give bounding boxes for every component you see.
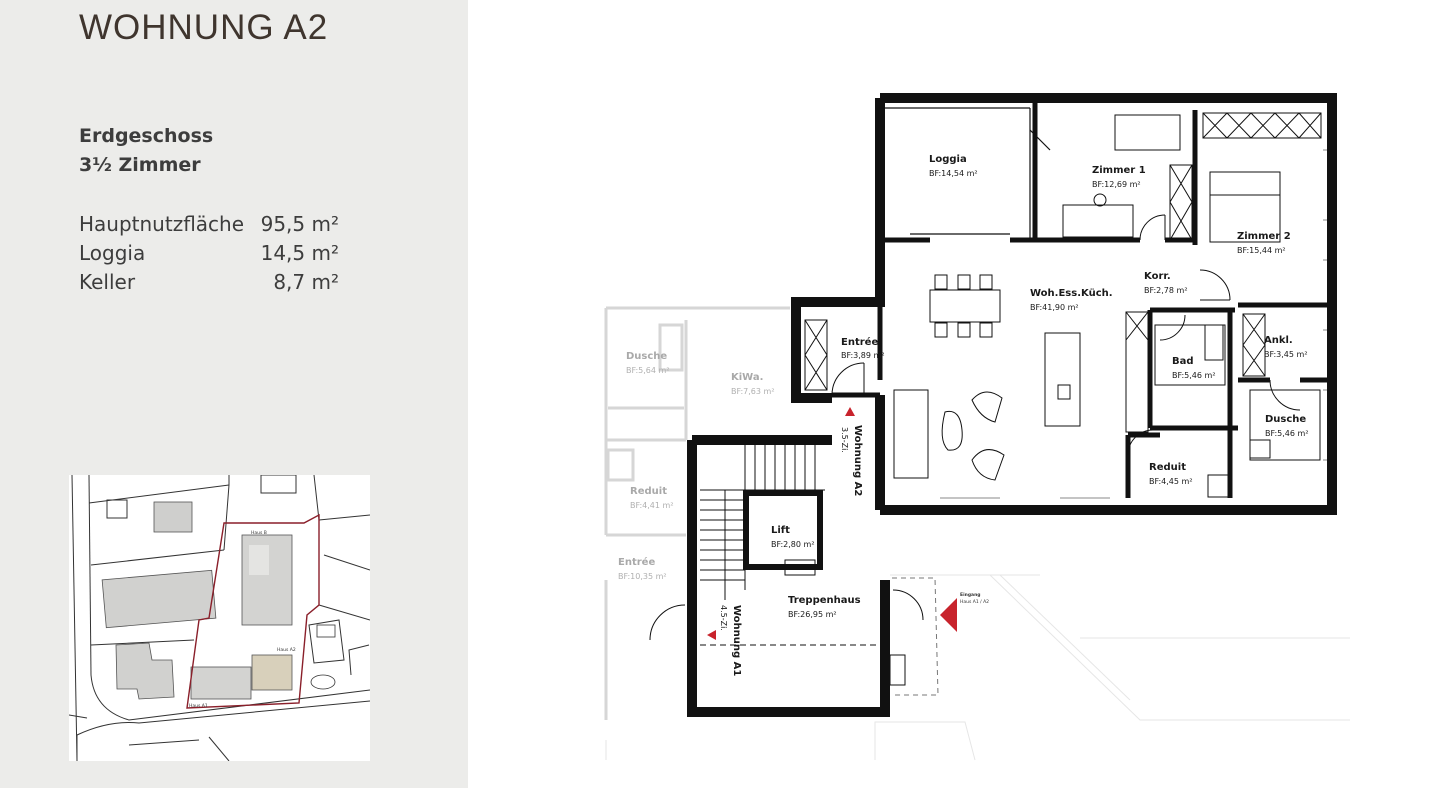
unit-rooms-a2: 3.5-Zi. bbox=[840, 427, 849, 453]
stair bbox=[700, 445, 880, 646]
site-label-haus-a2: Haus A2 bbox=[277, 647, 296, 653]
room-area-wohnen: BF:41,90 m² bbox=[1030, 303, 1079, 312]
ghost-area-entree: BF:10,35 m² bbox=[618, 572, 667, 581]
floor-label: Erdgeschoss bbox=[79, 125, 214, 147]
area-label: Hauptnutzfläche bbox=[79, 212, 245, 236]
rooms-label: 3½ Zimmer bbox=[79, 154, 201, 176]
room-area-dusche: BF:5,46 m² bbox=[1265, 429, 1309, 438]
ghost-name-kiwa: KiWa. bbox=[731, 372, 763, 383]
area-value: 8,7 m² bbox=[273, 270, 339, 294]
entrance-zone bbox=[892, 577, 939, 696]
room-name-dusche: Dusche bbox=[1265, 414, 1306, 425]
ghost-area-kiwa: BF:7,63 m² bbox=[731, 387, 775, 396]
room-name-korr: Korr. bbox=[1144, 271, 1171, 282]
room-area-entree: BF:3,89 m² bbox=[841, 351, 885, 360]
room-name-treppenhaus: Treppenhaus bbox=[788, 595, 861, 606]
room-name-bad: Bad bbox=[1172, 356, 1194, 367]
door-swings bbox=[649, 214, 1301, 641]
unit-label-a1: Wohnung A1 bbox=[731, 605, 742, 676]
room-area-loggia: BF:14,54 m² bbox=[929, 169, 978, 178]
ghost-name-entree: Entrée bbox=[618, 556, 655, 568]
page-title: WOHNUNG A2 bbox=[79, 8, 329, 47]
room-name-wohnen: Woh.Ess.Küch. bbox=[1030, 288, 1113, 299]
site-plan-drawing: Haus B Haus A2 Haus A1 bbox=[69, 475, 370, 761]
room-name-reduit: Reduit bbox=[1149, 462, 1186, 473]
ghost-area-dusche: BF:5,64 m² bbox=[626, 366, 670, 375]
info-panel: WOHNUNG A2 Erdgeschoss 3½ Zimmer Hauptnu… bbox=[0, 0, 468, 788]
room-name-loggia: Loggia bbox=[929, 154, 967, 165]
floor-plan: Eingang Haus A1 / A2 Loggia BF:14,54 m² … bbox=[604, 93, 1350, 761]
area-label: Loggia bbox=[79, 241, 146, 265]
room-area-ankl: BF:3,45 m² bbox=[1264, 350, 1308, 359]
area-row-keller: Keller 8,7 m² bbox=[79, 270, 339, 294]
entry-marker-a2 bbox=[845, 407, 855, 416]
room-area-bad: BF:5,46 m² bbox=[1172, 371, 1216, 380]
room-name-entree: Entrée bbox=[841, 336, 878, 348]
room-area-lift: BF:2,80 m² bbox=[771, 540, 815, 549]
entrance-marker bbox=[940, 598, 957, 632]
area-label: Keller bbox=[79, 270, 136, 294]
room-area-reduit: BF:4,45 m² bbox=[1149, 477, 1193, 486]
room-area-zimmer2: BF:15,44 m² bbox=[1237, 246, 1286, 255]
exterior-walls bbox=[687, 93, 1337, 717]
area-value: 95,5 m² bbox=[260, 212, 339, 236]
entry-marker-a1 bbox=[707, 630, 716, 640]
area-row-loggia: Loggia 14,5 m² bbox=[79, 241, 339, 265]
site-label-haus-a1: Haus A1 bbox=[189, 703, 208, 709]
wardrobes bbox=[804, 112, 1322, 433]
room-area-korr: BF:2,78 m² bbox=[1144, 286, 1188, 295]
site-label-haus-b: Haus B bbox=[251, 530, 267, 536]
area-row-main: Hauptnutzfläche 95,5 m² bbox=[79, 212, 339, 236]
room-name-lift: Lift bbox=[771, 525, 790, 536]
room-area-zimmer1: BF:12,69 m² bbox=[1092, 180, 1141, 189]
ghost-area-reduit: BF:4,41 m² bbox=[630, 501, 674, 510]
entrance-sub: Haus A1 / A2 bbox=[960, 599, 989, 605]
furniture bbox=[889, 114, 1321, 686]
room-name-ankl: Ankl. bbox=[1264, 335, 1293, 346]
ghost-name-reduit: Reduit bbox=[630, 486, 667, 497]
unit-rooms-a1: 4.5-Zi. bbox=[719, 605, 728, 631]
neighbour-walls bbox=[604, 306, 790, 720]
loggia-frame bbox=[877, 107, 1051, 240]
ghost-name-dusche: Dusche bbox=[626, 351, 667, 362]
area-value: 14,5 m² bbox=[260, 241, 339, 265]
room-name-zimmer2: Zimmer 2 bbox=[1237, 231, 1291, 242]
unit-label-a2: Wohnung A2 bbox=[852, 425, 863, 496]
entrance-title: Eingang bbox=[960, 592, 981, 598]
site-plan: Haus B Haus A2 Haus A1 bbox=[69, 475, 370, 761]
room-area-treppenhaus: BF:26,95 m² bbox=[788, 610, 837, 619]
room-name-zimmer1: Zimmer 1 bbox=[1092, 165, 1146, 176]
